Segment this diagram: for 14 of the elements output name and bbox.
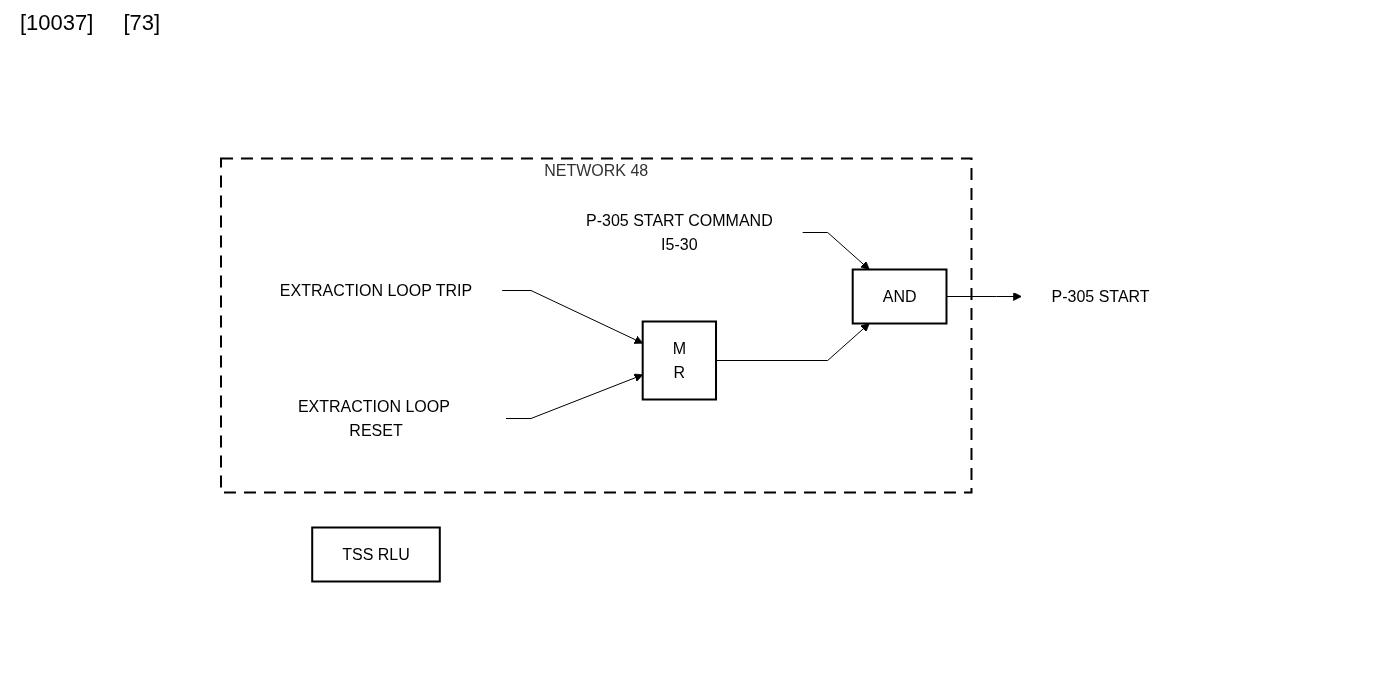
tag-label: [73] (123, 10, 161, 36)
tag-label: [10037] (20, 10, 94, 36)
node-text: P-305 START (1051, 287, 1150, 305)
node-box: M R (641, 320, 717, 401)
arrow (715, 323, 870, 361)
node-box: AND (851, 268, 948, 325)
arrow (501, 290, 643, 344)
arrow (505, 373, 643, 419)
node-text: EXTRACTION LOOP TRIP (279, 281, 472, 299)
node-label: I5-30 (660, 235, 698, 253)
node-box: TSS RLU (310, 526, 441, 583)
arrow (801, 232, 870, 270)
node-text: P-305 START COMMAND (585, 211, 773, 229)
node-text: EXTRACTION LOOP RESET (297, 397, 450, 439)
